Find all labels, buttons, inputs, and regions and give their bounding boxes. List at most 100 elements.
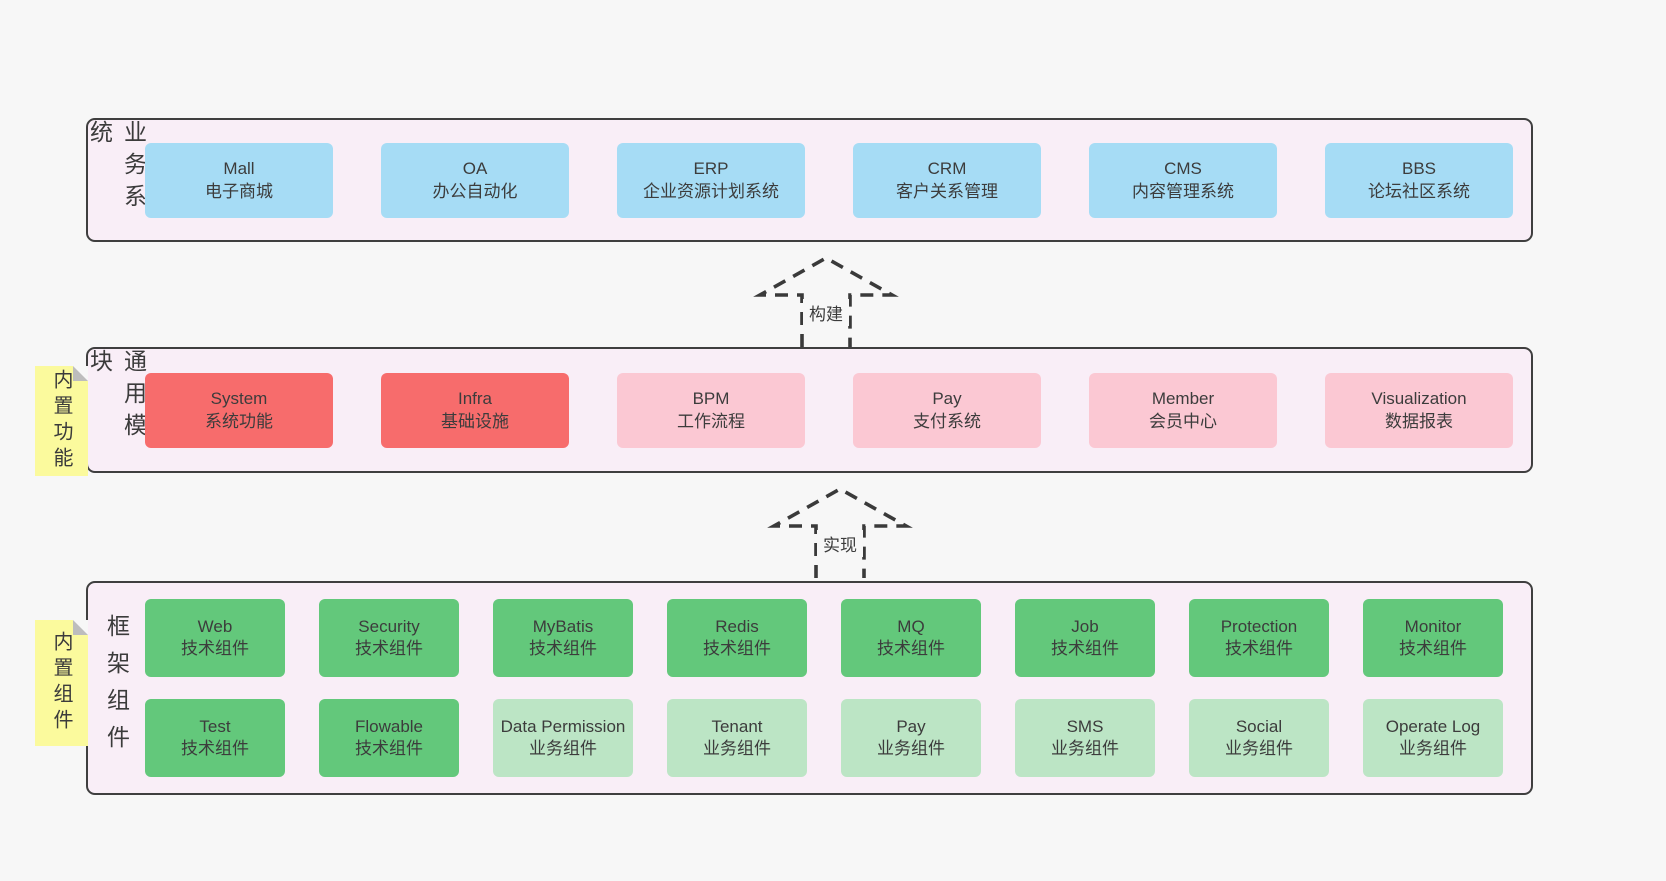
module-desc: 数据报表 bbox=[1385, 412, 1453, 431]
module-desc: 技术组件 bbox=[1399, 639, 1467, 658]
module-desc: 技术组件 bbox=[529, 639, 597, 658]
module-box-system: System 系统功能 bbox=[145, 372, 333, 448]
module-desc: 会员中心 bbox=[1149, 412, 1217, 431]
module-desc: 办公自动化 bbox=[432, 182, 518, 201]
band-business-side-label: 业务系统 bbox=[87, 120, 147, 240]
band-framework-side-label: 框架组件 bbox=[88, 583, 145, 793]
build-arrow-label: 构建 bbox=[803, 299, 849, 326]
sticky-note-built-in-components: 内置组件 bbox=[35, 620, 88, 746]
band-common-side-label: 通用模块 bbox=[87, 349, 147, 471]
module-box-operate-log: Operate Log 业务组件 bbox=[1363, 699, 1503, 777]
module-box-bpm: BPM 工作流程 bbox=[617, 372, 805, 448]
module-name: Monitor bbox=[1404, 617, 1462, 637]
implement-arrow: 实现 bbox=[767, 486, 913, 578]
module-desc: 技术组件 bbox=[355, 739, 423, 758]
module-box-sms: SMS 业务组件 bbox=[1015, 699, 1155, 777]
module-name: MyBatis bbox=[532, 617, 594, 637]
module-desc: 电子商城 bbox=[205, 182, 273, 201]
module-name: Member bbox=[1151, 388, 1215, 408]
module-desc: 业务组件 bbox=[529, 739, 597, 758]
module-name: Operate Log bbox=[1385, 717, 1481, 737]
module-box-tenant: Tenant 业务组件 bbox=[667, 699, 807, 777]
module-name: CRM bbox=[927, 158, 967, 178]
module-desc: 工作流程 bbox=[677, 412, 745, 431]
module-desc: 业务组件 bbox=[1225, 739, 1293, 758]
module-box-monitor: Monitor 技术组件 bbox=[1363, 599, 1503, 677]
module-box-infra: Infra 基础设施 bbox=[381, 372, 569, 448]
module-box-mq: MQ 技术组件 bbox=[841, 599, 981, 677]
module-name: Flowable bbox=[354, 717, 424, 737]
module-desc: 业务组件 bbox=[1399, 739, 1467, 758]
module-name: Test bbox=[199, 717, 231, 737]
module-box-mybatis: MyBatis 技术组件 bbox=[493, 599, 633, 677]
up-block-arrow-icon bbox=[767, 486, 913, 578]
band-label-text: 业务系统 bbox=[86, 120, 147, 216]
module-desc: 技术组件 bbox=[877, 639, 945, 658]
sticky-note-built-in-features: 内置功能 bbox=[35, 366, 88, 476]
module-name: Security bbox=[358, 617, 420, 637]
module-name: BBS bbox=[1401, 158, 1437, 178]
module-name: Web bbox=[197, 617, 233, 637]
module-box-protection: Protection 技术组件 bbox=[1189, 599, 1329, 677]
module-name: MQ bbox=[897, 617, 925, 637]
band-common-modules: 通用模块 System 系统功能 Infra 基础设施 BPM 工作流程 Pay 支付系统 Me… bbox=[86, 347, 1533, 473]
module-box-mall: Mall 电子商城 bbox=[145, 142, 333, 218]
band-label-text: 框架组件 bbox=[103, 614, 130, 762]
module-name: Mall bbox=[223, 158, 255, 178]
module-box-security: Security 技术组件 bbox=[319, 599, 459, 677]
module-desc: 支付系统 bbox=[913, 412, 981, 431]
module-box-cms: CMS 内容管理系统 bbox=[1089, 142, 1277, 218]
module-name: Social bbox=[1235, 717, 1283, 737]
module-box-job: Job 技术组件 bbox=[1015, 599, 1155, 677]
module-name: ERP bbox=[693, 158, 729, 178]
module-name: Visualization bbox=[1371, 388, 1467, 408]
module-name: OA bbox=[462, 158, 488, 178]
module-desc: 技术组件 bbox=[355, 639, 423, 658]
module-desc: 技术组件 bbox=[703, 639, 771, 658]
module-desc: 业务组件 bbox=[1051, 739, 1119, 758]
sticky-note-text: 内置组件 bbox=[50, 631, 72, 735]
module-desc: 业务组件 bbox=[703, 739, 771, 758]
module-box-oa: OA 办公自动化 bbox=[381, 142, 569, 218]
module-name: Pay bbox=[896, 717, 926, 737]
module-box-redis: Redis 技术组件 bbox=[667, 599, 807, 677]
module-name: Redis bbox=[715, 617, 759, 637]
module-name: Job bbox=[1071, 617, 1099, 637]
module-desc: 内容管理系统 bbox=[1132, 182, 1234, 201]
module-box-web: Web 技术组件 bbox=[145, 599, 285, 677]
build-arrow: 构建 bbox=[753, 255, 899, 347]
module-desc: 基础设施 bbox=[441, 412, 509, 431]
module-box-pay: Pay 支付系统 bbox=[853, 372, 1041, 448]
module-desc: 技术组件 bbox=[181, 639, 249, 658]
module-name: Pay bbox=[932, 388, 962, 408]
module-name: System bbox=[210, 388, 268, 408]
module-name: Infra bbox=[457, 388, 493, 408]
sticky-note-text: 内置功能 bbox=[50, 369, 72, 473]
module-desc: 技术组件 bbox=[181, 739, 249, 758]
module-box-test: Test 技术组件 bbox=[145, 699, 285, 777]
module-desc: 论坛社区系统 bbox=[1368, 182, 1470, 201]
module-desc: 技术组件 bbox=[1051, 639, 1119, 658]
implement-arrow-label: 实现 bbox=[817, 530, 863, 557]
module-desc: 技术组件 bbox=[1225, 639, 1293, 658]
module-name: Protection bbox=[1220, 617, 1298, 637]
module-name: SMS bbox=[1066, 717, 1104, 737]
up-block-arrow-icon bbox=[753, 255, 899, 347]
module-name: CMS bbox=[1164, 158, 1202, 178]
module-box-social: Social 业务组件 bbox=[1189, 699, 1329, 777]
module-name: Tenant bbox=[711, 717, 763, 737]
module-box-flowable: Flowable 技术组件 bbox=[319, 699, 459, 777]
module-box-bbs: BBS 论坛社区系统 bbox=[1325, 142, 1513, 218]
module-desc: 系统功能 bbox=[205, 412, 273, 431]
module-row: System 系统功能 Infra 基础设施 BPM 工作流程 Pay 支付系统 Member 会… bbox=[145, 372, 1531, 448]
module-name: BPM bbox=[692, 388, 730, 408]
